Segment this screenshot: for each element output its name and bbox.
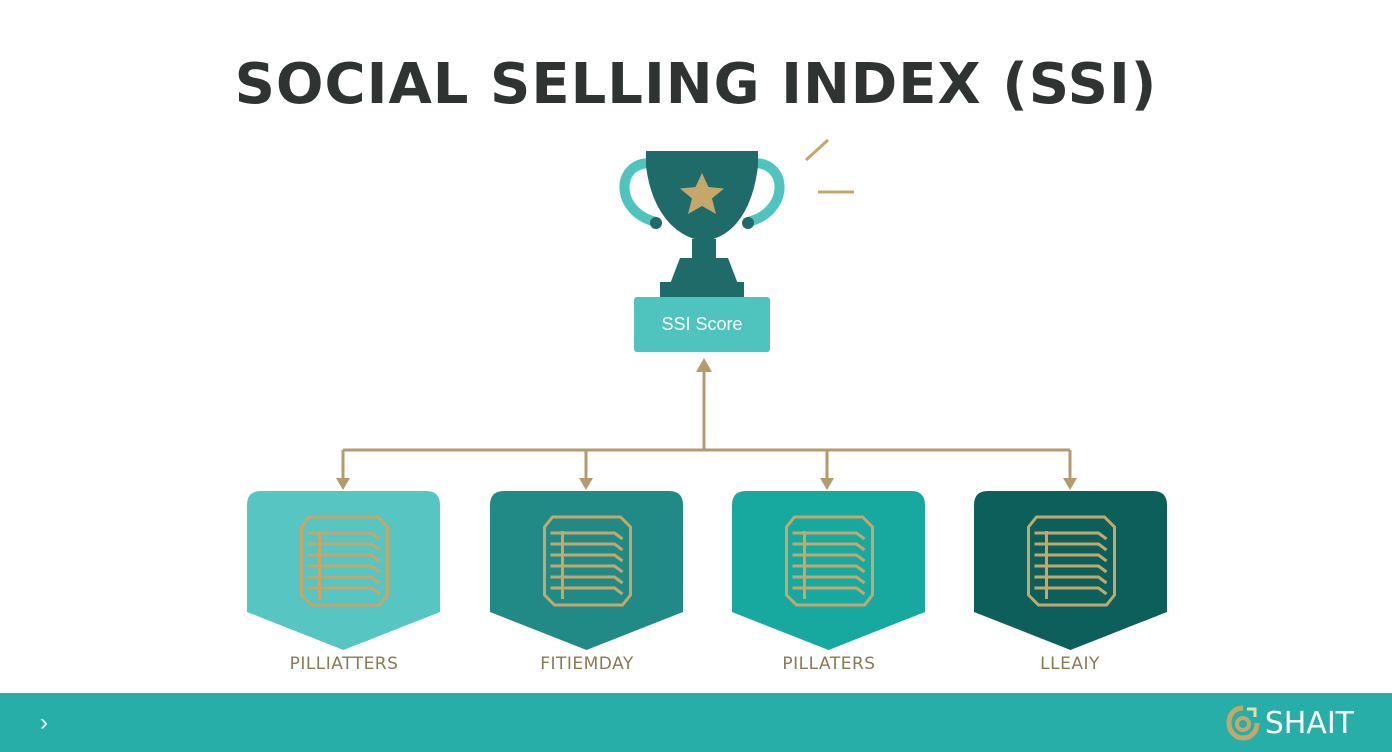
- logo-icon: [1226, 705, 1260, 741]
- arrow-down-icon: [336, 478, 350, 490]
- spark-line: [804, 138, 830, 162]
- arrow-down-icon: [1063, 478, 1077, 490]
- pillars: [247, 491, 1167, 650]
- pillar-shield: [974, 491, 1167, 650]
- stack-icon: [785, 515, 874, 607]
- pillar-shield: [490, 491, 683, 650]
- arrow-up-icon: [696, 358, 712, 372]
- trophy-icon: [619, 151, 785, 298]
- pillar-label: PILLATERS: [782, 654, 876, 674]
- brand-logo: SHAIT: [1225, 705, 1354, 741]
- footer-bar: › SHAIT: [0, 693, 1392, 752]
- page-title: SOCIAL SELLING INDEX (SSI): [234, 52, 1158, 117]
- ssi-score-box: SSI Score: [634, 297, 770, 352]
- stack-icon: [1027, 515, 1116, 607]
- logo-text: SHAIT: [1264, 705, 1354, 741]
- pillar-shield: [732, 491, 925, 650]
- arrow-down-icon: [820, 478, 834, 490]
- chevron-right-icon[interactable]: ›: [40, 709, 48, 736]
- pillar-label: PILLIATTERS: [289, 654, 399, 674]
- stack-icon: [543, 515, 632, 607]
- star-icon: [680, 173, 724, 214]
- connector-lines: [341, 366, 1072, 482]
- pillar-shield: [247, 491, 440, 650]
- stack-icon: [300, 515, 389, 607]
- pillar-label: LLEAIY: [1040, 654, 1100, 674]
- pillar-label: FITIEMDAY: [540, 654, 634, 674]
- arrow-down-icon: [579, 478, 593, 490]
- arrowheads: [336, 358, 1077, 490]
